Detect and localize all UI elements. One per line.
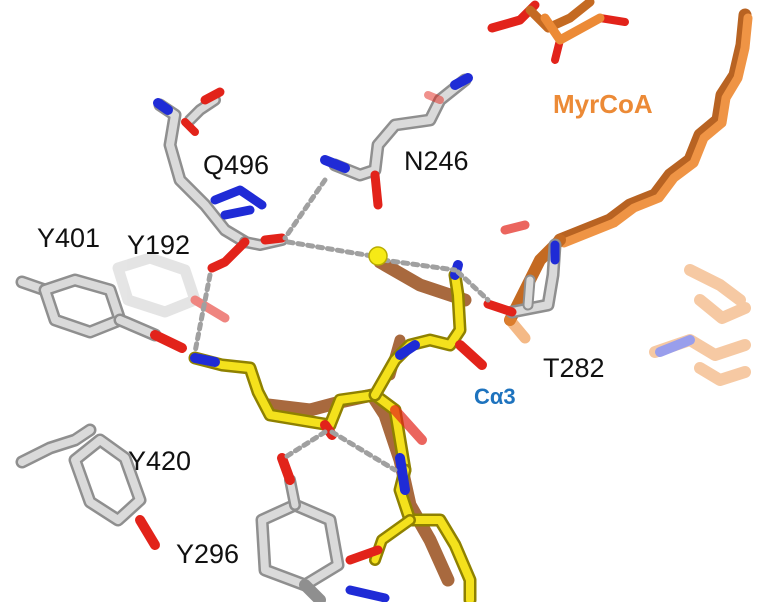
label-n246: N246: [404, 146, 469, 176]
background-residues-right: [649, 264, 751, 386]
sulfur-atom: [368, 246, 388, 266]
label-y192: Y192: [127, 230, 191, 260]
residue-q496: [153, 87, 288, 273]
residue-t282: [483, 238, 562, 319]
residue-y192-ring: [112, 252, 230, 323]
residue-y401: [15, 273, 187, 353]
residue-y420: [15, 423, 160, 550]
residue-y296: [255, 453, 345, 602]
residue-n246: [320, 73, 473, 210]
peptide-yellow: [188, 260, 487, 602]
label-y401: Y401: [37, 223, 101, 253]
label-ca3: Cα3: [474, 384, 516, 409]
label-q496: Q496: [203, 150, 270, 180]
label-y296: Y296: [176, 539, 240, 569]
label-myrcoa: MyrCoA: [553, 89, 653, 119]
hydrogen-bonds: [192, 177, 491, 473]
label-t282: T282: [543, 353, 605, 383]
label-y420: Y420: [128, 446, 192, 476]
